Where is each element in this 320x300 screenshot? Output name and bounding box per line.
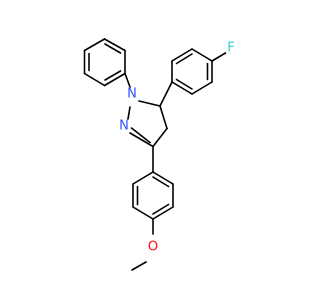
atom-F: F (227, 41, 234, 56)
bond (104, 70, 122, 81)
bond (152, 176, 170, 188)
bond (83, 72, 106, 87)
bond (152, 127, 168, 148)
bond (103, 72, 126, 87)
pyrazoline-ring (127, 100, 168, 148)
bond (129, 132, 154, 148)
bond (175, 78, 193, 90)
bond (130, 127, 151, 144)
atom-F-label: F (227, 41, 234, 56)
bond (152, 203, 170, 215)
structure-diagram: F N N O (83, 38, 235, 271)
atom-N2: N (119, 119, 129, 134)
bond (191, 81, 213, 95)
atom-N1-label: N (127, 87, 137, 102)
bond (132, 206, 154, 220)
atom-N2-label: N (119, 119, 129, 134)
bond (211, 52, 227, 62)
bond (159, 81, 173, 107)
bond (83, 38, 106, 52)
bond (103, 38, 126, 52)
atom-O: O (148, 240, 158, 255)
methoxyphenyl-ring (131, 145, 174, 271)
bond (152, 206, 174, 220)
bond (124, 72, 131, 88)
atom-O-label: O (148, 240, 158, 255)
bond (175, 53, 193, 65)
bond (127, 106, 131, 120)
bond (132, 171, 154, 185)
bond (104, 43, 122, 54)
bond (171, 81, 193, 95)
bond (191, 48, 213, 62)
atom-N1: N (127, 87, 137, 102)
bond (138, 100, 161, 107)
bond (131, 261, 147, 271)
bond (152, 171, 174, 185)
molecule-canvas: F N N O (83, 38, 235, 271)
bond (171, 48, 193, 62)
bond (159, 105, 168, 130)
phenyl-ring (83, 38, 126, 87)
fluorophenyl-ring (159, 48, 227, 107)
